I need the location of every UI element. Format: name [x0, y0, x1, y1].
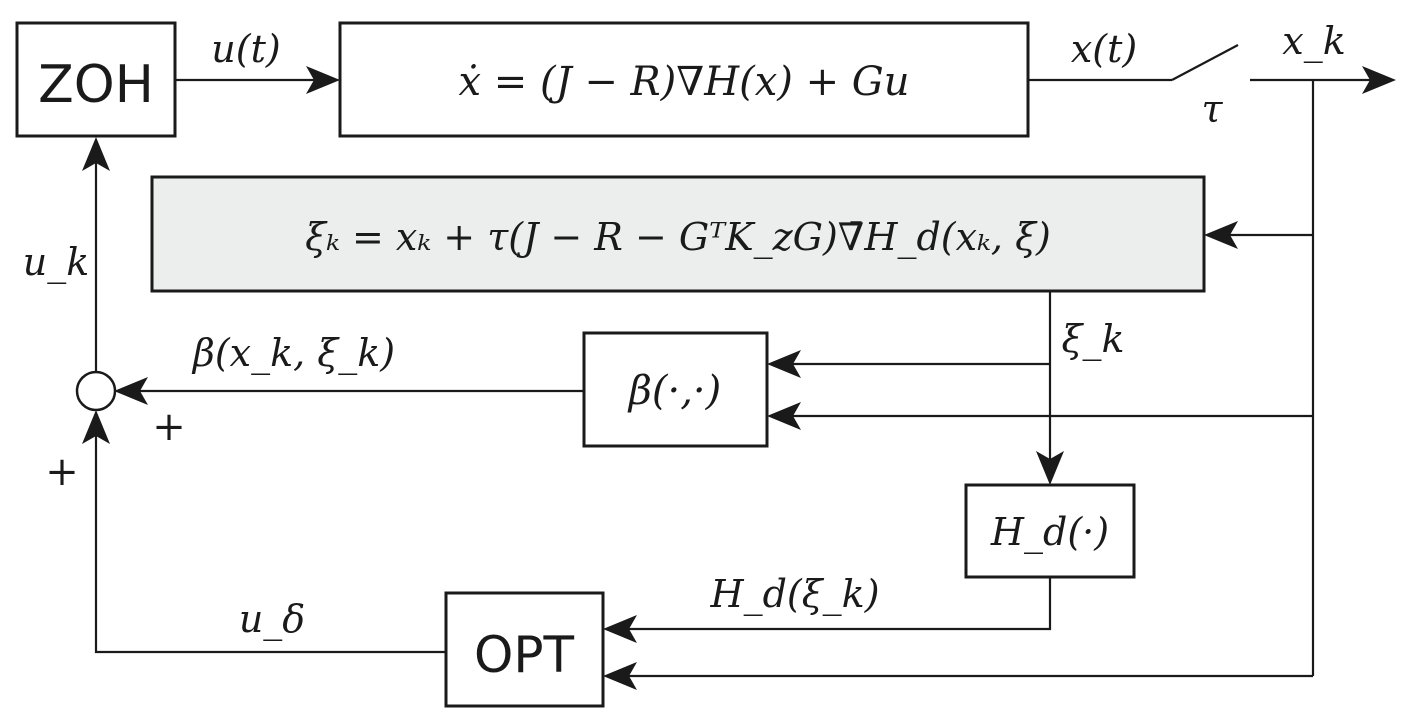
arrow-into-beta-upper	[767, 350, 801, 378]
plant-equation: ẋ = (J − R)∇H(x) + Gu	[458, 59, 909, 105]
plus-sign-bottom-input: +	[45, 449, 79, 495]
arrow-into-beta-lower	[767, 402, 801, 430]
observer-block: ξₖ = xₖ + τ(J − R − GᵀK_zG)∇̄H_d(xₖ, ξ)	[150, 175, 1206, 293]
arrow-into-sum-right	[114, 377, 148, 405]
signal-u-delta: u_δ	[239, 597, 305, 642]
signal-beta-output: β(x_k, ξ_k)	[191, 331, 395, 376]
signal-u-t: u(t)	[211, 27, 280, 71]
signal-xi-k: ξ_k	[1062, 317, 1125, 362]
opt-block: OPT	[444, 591, 605, 708]
arrow-into-zoh	[82, 137, 110, 171]
arrow-into-sum-bottom	[82, 410, 110, 444]
hd-block: H_d(·)	[964, 483, 1136, 579]
signal-hd-xi: H_d(ξ_k)	[709, 572, 879, 617]
plant-block: ẋ = (J − R)∇H(x) + Gu	[338, 21, 1030, 138]
observer-equation: ξₖ = xₖ + τ(J − R − GᵀK_zG)∇̄H_d(xₖ, ξ)	[305, 215, 1051, 260]
zoh-label: ZOH	[38, 55, 154, 115]
summing-junction	[75, 370, 117, 412]
plus-sign-right-input: +	[152, 404, 186, 450]
arrow-into-hd	[1036, 451, 1064, 485]
signal-x-k: x_k	[1282, 19, 1345, 64]
arrow-into-opt-upper	[603, 615, 637, 643]
opt-label: OPT	[474, 626, 575, 684]
arrow-into-observer	[1204, 221, 1238, 249]
sampler-switch	[1171, 44, 1239, 81]
sampling-period-tau: τ	[1201, 87, 1223, 131]
beta-label: β(·,·)	[627, 368, 721, 414]
wire-opt-to-sum	[94, 432, 446, 654]
arrow-into-opt-lower	[603, 662, 637, 690]
signal-x-t: x(t)	[1071, 27, 1137, 71]
arrow-xk-output	[1362, 66, 1396, 94]
wire-hd-to-opt	[625, 577, 1052, 631]
arrow-into-plant	[306, 66, 340, 94]
zoh-block: ZOH	[15, 21, 177, 138]
signal-u-k: u_k	[23, 240, 90, 285]
hd-label: H_d(·)	[990, 510, 1109, 555]
beta-block: β(·,·)	[582, 331, 769, 448]
